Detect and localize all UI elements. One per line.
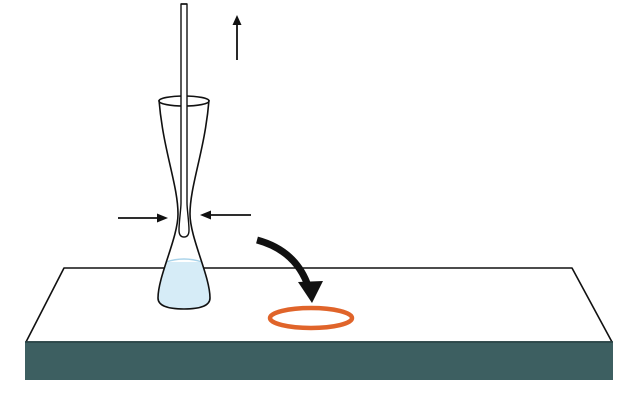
orange-ring <box>267 305 355 331</box>
upward-arrow <box>232 15 242 60</box>
rod-with-bulb-tip <box>178 3 190 238</box>
right-squeeze-arrow <box>200 210 251 220</box>
bench-top <box>25 267 613 343</box>
liquid-surface <box>165 258 203 263</box>
upward-arrow-head <box>232 15 242 25</box>
bench-front <box>25 342 613 380</box>
liquid <box>158 262 210 309</box>
tube-outline <box>157 99 211 310</box>
curved-arrow <box>256 236 323 303</box>
curved-arrow-shaft <box>256 236 311 285</box>
curved-arrow-head <box>298 281 323 303</box>
right-arrow-head <box>200 210 211 220</box>
left-arrow-head <box>157 213 168 223</box>
rod-outline <box>178 3 190 238</box>
left-squeeze-arrow <box>118 213 168 223</box>
